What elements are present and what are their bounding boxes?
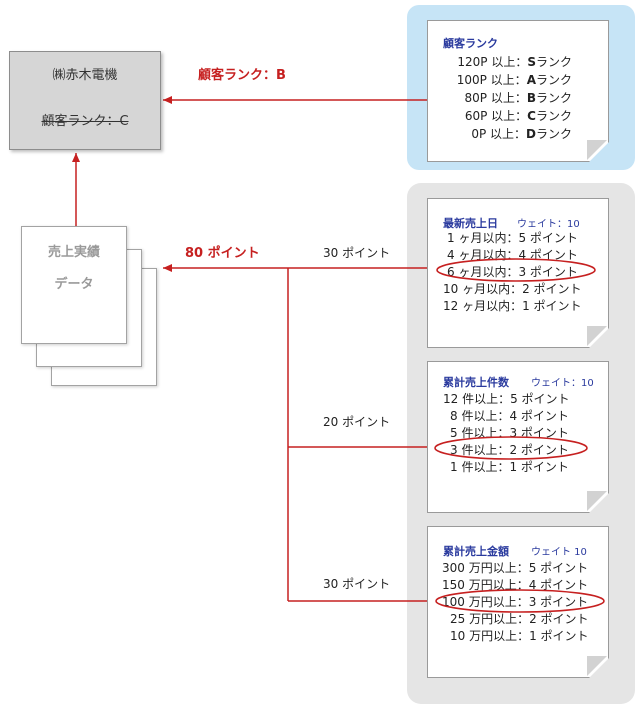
criteria-2-row-selected: 3 件以上：2 ポイント: [450, 443, 569, 457]
data-doc-label-2: データ: [54, 277, 94, 292]
total-points-label: 80 ポイント: [185, 246, 260, 261]
criteria-1-title: 最新売上日: [443, 217, 498, 230]
criteria-1-points-label: 30 ポイント: [323, 246, 391, 260]
rank-table-title: 顧客ランク: [443, 37, 498, 50]
criteria-3-row: 300 万円以上：5 ポイント: [442, 561, 589, 575]
criteria-3-row: 150 万円以上：4 ポイント: [442, 578, 589, 592]
new-rank-label: 顧客ランク：B: [198, 68, 286, 83]
criteria-1-weight: ウェイト：10: [517, 219, 580, 230]
criteria-2-weight: ウェイト：10: [531, 378, 594, 389]
criteria-2-row: 5 件以上：3 ポイント: [450, 426, 569, 440]
criteria-1-selected-ellipse: [436, 258, 596, 282]
company-name: ㈱赤木電機: [52, 68, 118, 83]
rank-table-card: 顧客ランク 120P 以上：Sランク 100P 以上：Aランク 80P 以上：B…: [427, 20, 609, 162]
company-old-rank: 顧客ランク：C: [41, 114, 129, 129]
criteria-card-last-sale-date: 最新売上日 ウェイト：10 1 ヶ月以内：5 ポイント 4 ヶ月以内：4 ポイン…: [427, 198, 609, 348]
rank-row: 80P 以上：Bランク: [464, 91, 572, 105]
criteria-1-row: 12 ヶ月以内：1 ポイント: [443, 299, 582, 313]
criteria-2-row: 8 件以上：4 ポイント: [450, 409, 569, 423]
criteria-1-row: 10 ヶ月以内：2 ポイント: [443, 282, 582, 296]
criteria-3-weight: ウェイト 10: [531, 547, 587, 558]
criteria-2-points-label: 20 ポイント: [323, 415, 391, 429]
criteria-2-row: 12 件以上：5 ポイント: [443, 392, 570, 406]
criteria-3-row: 25 万円以上：2 ポイント: [450, 612, 589, 626]
criteria-3-points-label: 30 ポイント: [323, 577, 391, 591]
company-box: ㈱赤木電機 顧客ランク：C: [9, 51, 161, 150]
criteria-2-selected-ellipse: [434, 436, 588, 460]
criteria-1-row: 4 ヶ月以内：4 ポイント: [447, 248, 578, 262]
criteria-1-row: 1 ヶ月以内：5 ポイント: [447, 231, 578, 245]
criteria-card-sales-amount: 累計売上金額 ウェイト 10 300 万円以上：5 ポイント 150 万円以上：…: [427, 526, 609, 678]
criteria-3-row-selected: 100 万円以上：3 ポイント: [442, 595, 589, 609]
data-doc-label-1: 売上実績: [47, 245, 100, 260]
criteria-1-row-selected: 6 ヶ月以内：3 ポイント: [447, 265, 578, 279]
rank-row: 0P 以上：Dランク: [471, 127, 572, 141]
criteria-2-title: 累計売上件数: [443, 376, 509, 389]
data-doc-front: 売上実績 データ: [21, 226, 127, 344]
rank-row: 60P 以上：Cランク: [464, 109, 572, 123]
criteria-3-selected-ellipse: [435, 589, 605, 613]
rank-row: 120P 以上：Sランク: [457, 55, 572, 69]
rank-row: 100P 以上：Aランク: [456, 73, 572, 87]
criteria-3-title: 累計売上金額: [443, 545, 509, 558]
criteria-3-row: 10 万円以上：1 ポイント: [450, 629, 589, 643]
criteria-2-row: 1 件以上：1 ポイント: [450, 460, 569, 474]
